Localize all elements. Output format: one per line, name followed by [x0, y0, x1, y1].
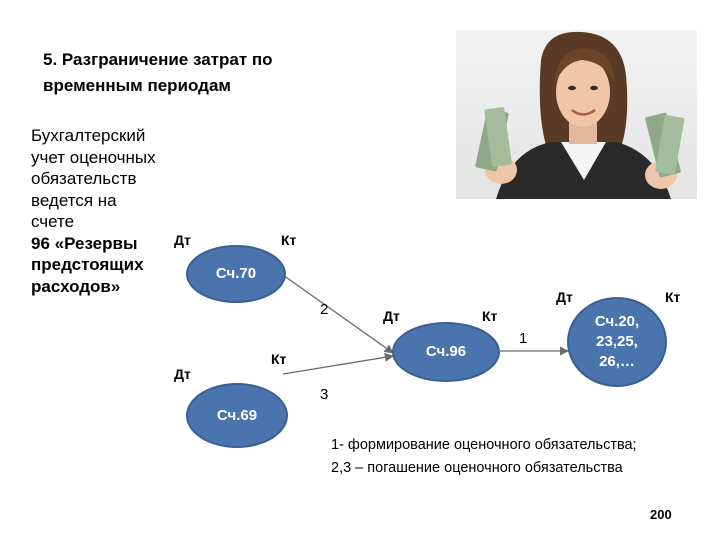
account-node-70: Сч.70 — [186, 245, 286, 303]
arrow-70-to-96 — [282, 274, 394, 354]
account-69-label: Сч.69 — [216, 406, 258, 424]
debit-label-20: Дт — [556, 289, 573, 305]
account-20-line-1: Сч.20, — [594, 313, 640, 330]
side-line-3: обязательств — [31, 169, 137, 188]
side-line-1: Бухгалтерский — [31, 126, 146, 145]
slide-title: 5. Разграничение затрат по временным пер… — [43, 47, 373, 99]
credit-label-20: Кт — [665, 289, 681, 305]
side-bold-line-2: предстоящих — [31, 255, 144, 274]
account-20-line-2: 23,25, — [596, 333, 638, 350]
photo-illustration — [456, 30, 697, 199]
title-line-1: 5. Разграничение затрат по — [43, 50, 273, 69]
arrow-number-3: 3 — [320, 386, 329, 403]
side-line-2: учет оценочных — [31, 147, 156, 167]
legend-line-2: 2,3 – погашение оценочного обязательства — [331, 460, 623, 476]
account-70-label: Сч.70 — [215, 265, 257, 282]
woman-with-money-photo — [456, 30, 697, 199]
side-bold-line-1: 96 «Резервы — [31, 233, 138, 253]
legend: 1- формирование оценочного обязательства… — [331, 434, 716, 480]
debit-label-96: Дт — [383, 308, 400, 324]
account-96-label: Сч.96 — [425, 343, 467, 360]
account-node-20: Сч.20, 23,25, 26,… — [567, 297, 667, 387]
account-node-69: Сч.69 — [186, 383, 288, 448]
arrow-number-2: 2 — [320, 301, 329, 318]
account-node-96: Сч.96 — [392, 322, 500, 382]
debit-label-69: Дт — [174, 366, 191, 382]
side-bold-line-3: расходов» — [31, 276, 121, 296]
account-20-label: Сч.20, 23,25, 26,… — [595, 312, 639, 372]
arrow-number-1: 1 — [519, 330, 528, 347]
page-number: 200 — [650, 507, 672, 522]
side-text: Бухгалтерский учет оценочных обязательст… — [31, 125, 191, 297]
credit-label-70: Кт — [281, 232, 297, 248]
account-20-line-3: 26,… — [599, 353, 635, 370]
side-line-5: счете — [31, 212, 75, 231]
debit-label-70: Дт — [174, 232, 191, 248]
credit-label-69: Кт — [271, 351, 287, 367]
legend-line-1: 1- формирование оценочного обязательства… — [331, 437, 637, 453]
side-line-4: ведется на — [31, 190, 117, 210]
credit-label-96: Кт — [482, 308, 498, 324]
arrow-69-to-96 — [282, 352, 394, 375]
title-line-2: временным периодам — [43, 76, 231, 95]
